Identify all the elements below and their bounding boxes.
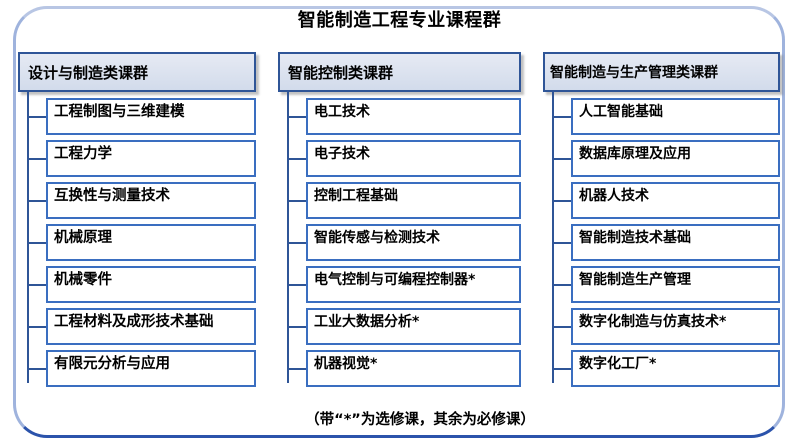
list-item: 人工智能基础	[552, 98, 780, 135]
connector-trunk-3	[552, 92, 554, 383]
course-box[interactable]: 电气控制与可编程控制器*	[306, 266, 521, 303]
course-box[interactable]: 数据库原理及应用	[571, 140, 780, 177]
course-box[interactable]: 工业大数据分析*	[306, 308, 521, 345]
course-box[interactable]: 工程材料及成形技术基础	[46, 308, 256, 345]
list-item: 工程制图与三维建模	[27, 98, 256, 135]
course-box[interactable]: 机械原理	[46, 224, 256, 261]
course-box[interactable]: 人工智能基础	[571, 98, 780, 135]
list-item: 电子技术	[287, 140, 521, 177]
course-box[interactable]: 控制工程基础	[306, 182, 521, 219]
course-list-3: 人工智能基础 数据库原理及应用 机器人技术 智能制造技术基础 智能制造生产管理 …	[543, 98, 780, 387]
page-title: 智能制造工程专业课程群	[297, 10, 502, 31]
list-item: 工业大数据分析*	[287, 308, 521, 345]
course-box[interactable]: 互换性与测量技术	[46, 182, 256, 219]
list-item: 数据库原理及应用	[552, 140, 780, 177]
course-box[interactable]: 电工技术	[306, 98, 521, 135]
list-item: 工程力学	[27, 140, 256, 177]
course-box[interactable]: 数字化工厂*	[571, 350, 780, 387]
course-box[interactable]: 有限元分析与应用	[46, 350, 256, 387]
course-box[interactable]: 工程制图与三维建模	[46, 98, 256, 135]
course-group-column-design-manufacturing: 设计与制造类课群 工程制图与三维建模 工程力学 互换性与测量技术 机械原理 机械…	[18, 52, 256, 404]
group-header-1[interactable]: 设计与制造类课群	[18, 52, 256, 92]
connector-trunk-2	[287, 92, 289, 383]
course-list-2: 电工技术 电子技术 控制工程基础 智能传感与检测技术 电气控制与可编程控制器* …	[278, 98, 521, 387]
course-group-columns: 设计与制造类课群 工程制图与三维建模 工程力学 互换性与测量技术 机械原理 机械…	[18, 52, 780, 404]
list-item: 工程材料及成形技术基础	[27, 308, 256, 345]
course-group-column-smart-manufacturing-management: 智能制造与生产管理类课群 人工智能基础 数据库原理及应用 机器人技术 智能制造技…	[543, 52, 780, 404]
group-header-3[interactable]: 智能制造与生产管理类课群	[543, 52, 780, 92]
course-box[interactable]: 机器人技术	[571, 182, 780, 219]
course-box[interactable]: 电子技术	[306, 140, 521, 177]
list-item: 数字化工厂*	[552, 350, 780, 387]
course-list-1: 工程制图与三维建模 工程力学 互换性与测量技术 机械原理 机械零件 工程材料及成…	[18, 98, 256, 387]
list-item: 有限元分析与应用	[27, 350, 256, 387]
list-item: 机械零件	[27, 266, 256, 303]
course-box[interactable]: 智能传感与检测技术	[306, 224, 521, 261]
course-box[interactable]: 智能制造技术基础	[571, 224, 780, 261]
list-item: 智能制造技术基础	[552, 224, 780, 261]
legend-note: （带“*”为选修课，其余为必修课）	[305, 412, 535, 428]
list-item: 电工技术	[287, 98, 521, 135]
course-box[interactable]: 机器视觉*	[306, 350, 521, 387]
list-item: 智能制造生产管理	[552, 266, 780, 303]
course-box[interactable]: 智能制造生产管理	[571, 266, 780, 303]
list-item: 电气控制与可编程控制器*	[287, 266, 521, 303]
list-item: 机器人技术	[552, 182, 780, 219]
course-box[interactable]: 数字化制造与仿真技术*	[571, 308, 780, 345]
list-item: 机器视觉*	[287, 350, 521, 387]
course-box[interactable]: 工程力学	[46, 140, 256, 177]
list-item: 机械原理	[27, 224, 256, 261]
group-header-2[interactable]: 智能控制类课群	[278, 52, 521, 92]
list-item: 控制工程基础	[287, 182, 521, 219]
list-item: 智能传感与检测技术	[287, 224, 521, 261]
list-item: 互换性与测量技术	[27, 182, 256, 219]
course-group-column-intelligent-control: 智能控制类课群 电工技术 电子技术 控制工程基础 智能传感与检测技术 电气控制与…	[278, 52, 521, 404]
course-box[interactable]: 机械零件	[46, 266, 256, 303]
list-item: 数字化制造与仿真技术*	[552, 308, 780, 345]
connector-trunk-1	[27, 92, 29, 383]
